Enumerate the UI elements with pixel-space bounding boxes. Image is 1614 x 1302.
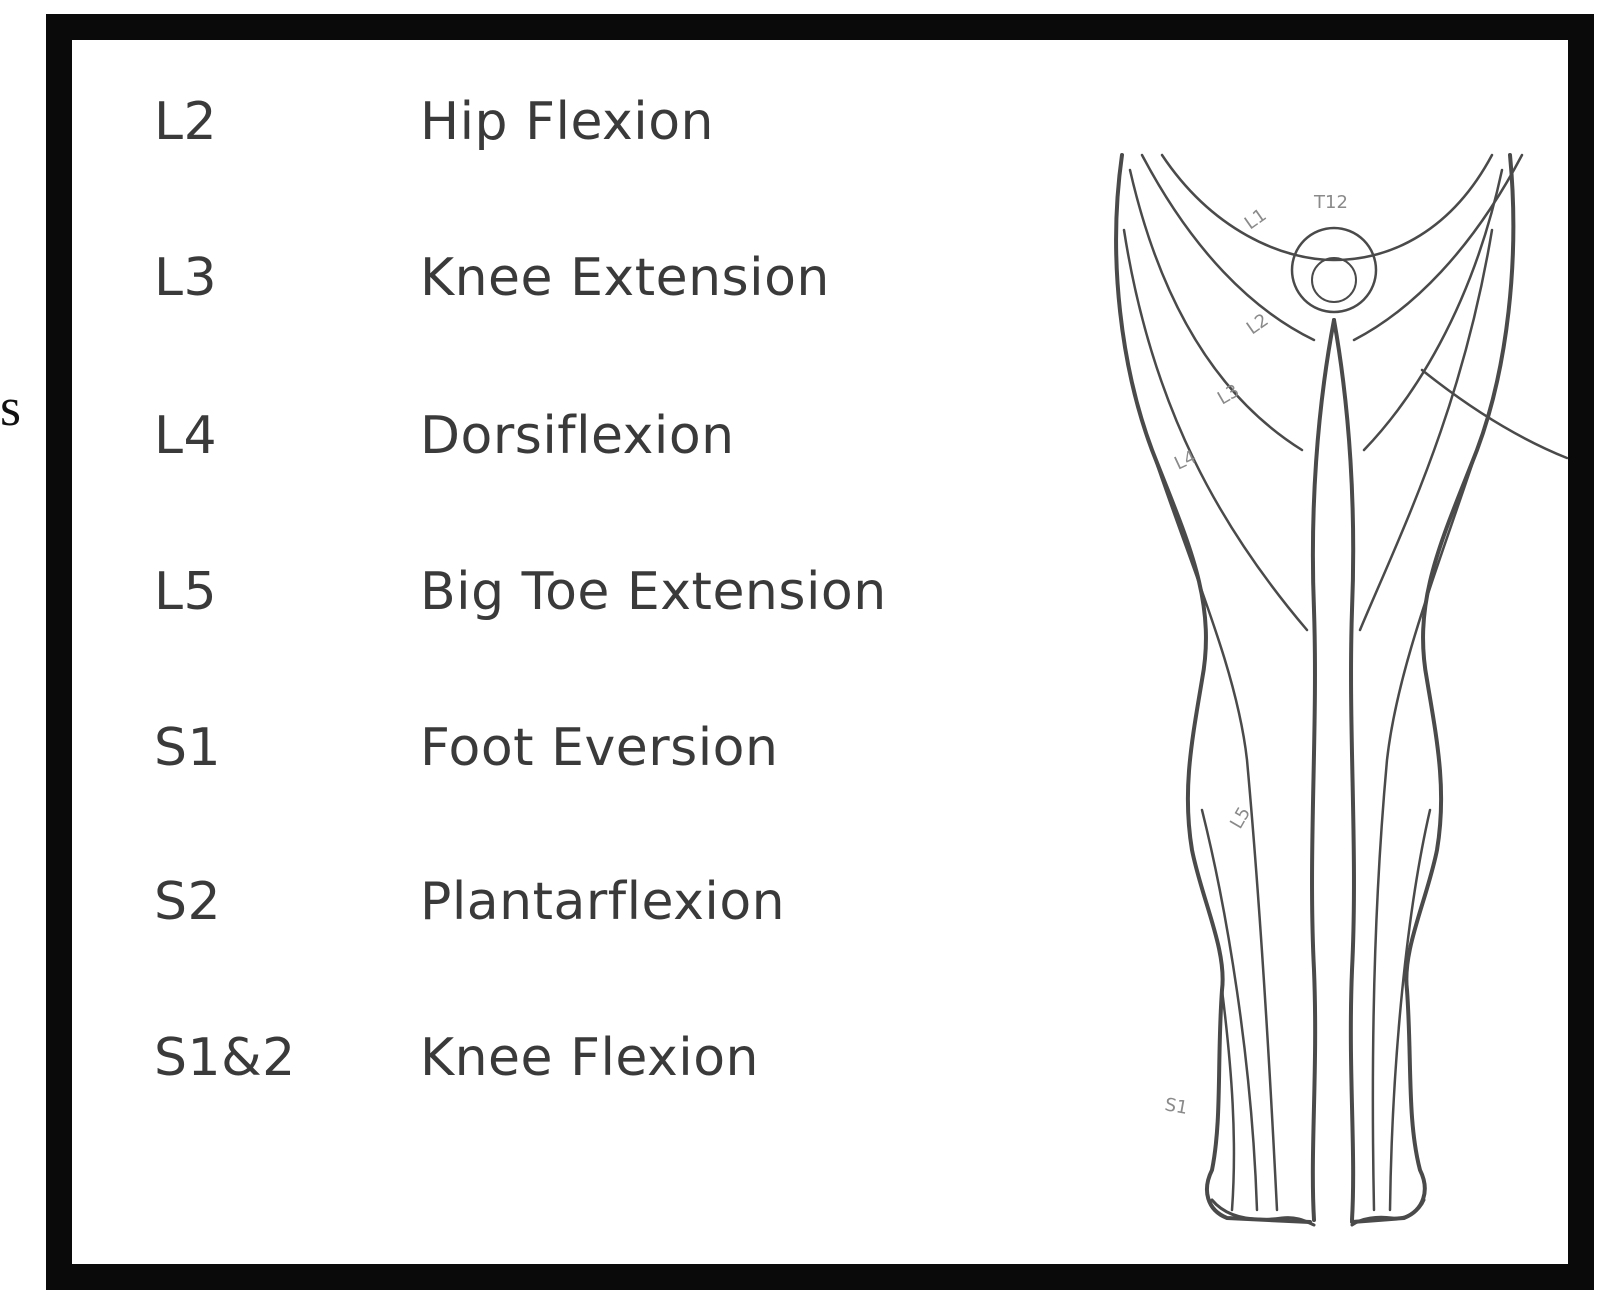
dermatome-label: L1 bbox=[1241, 205, 1271, 235]
right-stripe-line bbox=[1364, 170, 1502, 450]
dermatome-leg-diagram: T12 L1 L2 L3 L4 L5 S1 bbox=[1052, 110, 1572, 1260]
nerve-root-label: S2 bbox=[154, 862, 221, 942]
muscle-action-label: Knee Extension bbox=[420, 238, 830, 318]
cropped-text-fragment: s bbox=[0, 380, 21, 434]
l2-boundary-line bbox=[1130, 170, 1302, 450]
s1-boundary-line bbox=[1222, 990, 1234, 1210]
muscle-action-label: Foot Eversion bbox=[420, 708, 778, 788]
dermatome-label: L3 bbox=[1214, 380, 1243, 409]
table-row: S2 Plantarflexion bbox=[72, 862, 1072, 942]
table-row: L3 Knee Extension bbox=[72, 238, 1072, 318]
myotome-table: L2 Hip Flexion L3 Knee Extension L4 Dors… bbox=[72, 40, 1072, 1264]
right-stripe-line bbox=[1422, 370, 1567, 458]
myotome-figure-frame: L2 Hip Flexion L3 Knee Extension L4 Dors… bbox=[46, 14, 1594, 1290]
dermatome-label: S1 bbox=[1163, 1094, 1189, 1119]
table-row: S1 Foot Eversion bbox=[72, 708, 1072, 788]
muscle-action-label: Dorsiflexion bbox=[420, 396, 735, 476]
l3-boundary-line bbox=[1124, 230, 1307, 630]
dermatome-label: L4 bbox=[1171, 446, 1199, 474]
groin-inner-circle-outline bbox=[1312, 258, 1356, 302]
table-row: L2 Hip Flexion bbox=[72, 82, 1072, 162]
right-leg-outer-outline bbox=[1352, 155, 1513, 1222]
right-stripe-line bbox=[1354, 155, 1522, 340]
nerve-root-label: L3 bbox=[154, 238, 217, 318]
dermatome-label: T12 bbox=[1313, 192, 1348, 213]
table-row: S1&2 Knee Flexion bbox=[72, 1018, 1072, 1098]
groin-circle-outline bbox=[1292, 228, 1376, 312]
nerve-root-label: L4 bbox=[154, 396, 217, 476]
right-foot-outline bbox=[1352, 1200, 1424, 1225]
right-leg-inner-outline bbox=[1334, 320, 1354, 1220]
l5-boundary-line bbox=[1202, 810, 1257, 1210]
muscle-action-label: Plantarflexion bbox=[420, 862, 785, 942]
muscle-action-label: Hip Flexion bbox=[420, 82, 714, 162]
nerve-root-label: S1&2 bbox=[154, 1018, 296, 1098]
dermatome-label: L2 bbox=[1243, 310, 1273, 340]
nerve-root-label: L5 bbox=[154, 552, 217, 632]
nerve-root-label: S1 bbox=[154, 708, 221, 788]
left-leg-inner-outline bbox=[1312, 320, 1334, 1220]
muscle-action-label: Big Toe Extension bbox=[420, 552, 887, 632]
left-leg-outer-outline bbox=[1116, 155, 1310, 1222]
muscle-action-label: Knee Flexion bbox=[420, 1018, 759, 1098]
right-stripe-line bbox=[1360, 230, 1492, 630]
legs-line-drawing: T12 L1 L2 L3 L4 L5 S1 bbox=[1052, 110, 1572, 1260]
table-row: L5 Big Toe Extension bbox=[72, 552, 1072, 632]
l1-boundary-line bbox=[1142, 155, 1314, 340]
nerve-root-label: L2 bbox=[154, 82, 217, 162]
table-row: L4 Dorsiflexion bbox=[72, 396, 1072, 476]
